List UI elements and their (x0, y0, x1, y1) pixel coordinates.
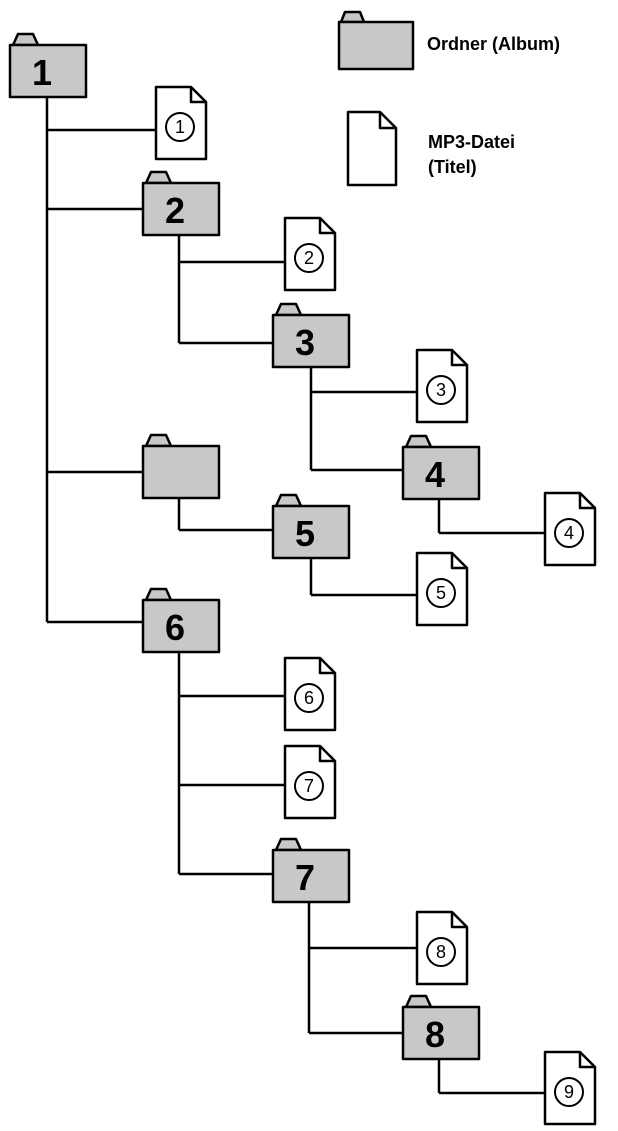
file-icon-t4: 4 (543, 491, 597, 567)
legend-file-label-line2: (Titel) (428, 157, 477, 177)
file-icon-t6: 6 (283, 656, 337, 732)
folder-tab (274, 302, 303, 317)
file-body (543, 491, 597, 567)
folder-body (141, 598, 221, 654)
file-body (415, 348, 469, 424)
legend: Ordner (Album) MP3-Datei (Titel) (337, 10, 560, 187)
folder-icon-f6: 6 (141, 587, 221, 654)
folder-tab (274, 493, 303, 508)
file-icon-t2: 2 (283, 216, 337, 292)
legend-file-icon (346, 110, 398, 187)
folder-body (271, 313, 351, 369)
file-body (283, 216, 337, 292)
file-icon-t1: 1 (154, 85, 208, 161)
folder-tab (274, 837, 303, 852)
file-icon-t9: 9 (543, 1050, 597, 1126)
file-number: 3 (436, 380, 446, 400)
file-number-circle (426, 937, 456, 967)
legend-folder-icon (337, 10, 415, 71)
folder-icon-f2: 2 (141, 170, 221, 237)
file-number: 4 (564, 523, 574, 543)
folder-number: 3 (295, 322, 315, 363)
file-icon-t3: 3 (415, 348, 469, 424)
file-number-circle (554, 1077, 584, 1107)
file-number: 6 (304, 688, 314, 708)
folder-body (141, 181, 221, 237)
file-fold (189, 87, 206, 104)
folder-number: 6 (165, 607, 185, 648)
folder-icon-f_unnamed (141, 433, 221, 500)
legend-folder-label: Ordner (Album) (427, 34, 560, 54)
files-layer: 1 2 3 4 5 6 7 8 9 (154, 85, 597, 1126)
file-number: 9 (564, 1082, 574, 1102)
file-icon-t7: 7 (283, 744, 337, 820)
folders-layer: 1 2 3 4 5 6 7 8 (8, 32, 481, 1061)
file-number-circle (165, 112, 195, 142)
file-number: 5 (436, 583, 446, 603)
folder-body (401, 1005, 481, 1061)
file-number-circle (294, 243, 324, 273)
file-fold (318, 658, 335, 675)
file-icon-t8: 8 (415, 910, 469, 986)
folder-body (271, 848, 351, 904)
folder-icon-f7: 7 (271, 837, 351, 904)
file-body (154, 85, 208, 161)
file-fold (318, 218, 335, 235)
file-number: 7 (304, 776, 314, 796)
folder-body (8, 43, 88, 99)
folder-tab (404, 994, 433, 1009)
file-number-circle (554, 518, 584, 548)
folder-tab (144, 587, 173, 602)
folder-tab (404, 434, 433, 449)
folder-number: 5 (295, 513, 315, 554)
file-fold (578, 493, 595, 510)
file-icon-t5: 5 (415, 551, 469, 627)
file-body (543, 1050, 597, 1126)
file-number-circle (294, 771, 324, 801)
file-fold (450, 912, 467, 929)
file-number-circle (294, 683, 324, 713)
folder-body (271, 504, 351, 560)
file-number-circle (426, 578, 456, 608)
folder-number: 1 (32, 52, 52, 93)
folder-icon-f3: 3 (271, 302, 351, 369)
tree-connectors (45, 97, 545, 1095)
legend-file-label-line1: MP3-Datei (428, 132, 515, 152)
folder-icon-f4: 4 (401, 434, 481, 501)
folder-icon-f1: 1 (8, 32, 88, 99)
folder-number: 4 (425, 454, 445, 495)
folder-tab (11, 32, 40, 47)
file-fold (318, 746, 335, 763)
folder-body (401, 445, 481, 501)
folder-number: 8 (425, 1014, 445, 1055)
folder-tab (144, 170, 173, 185)
file-fold (450, 350, 467, 367)
folder-tab (144, 433, 173, 448)
folder-icon-f8: 8 (401, 994, 481, 1061)
file-body (283, 744, 337, 820)
file-body (283, 656, 337, 732)
folder-number: 2 (165, 190, 185, 231)
file-body (415, 551, 469, 627)
folder-number: 7 (295, 857, 315, 898)
file-fold (578, 1052, 595, 1069)
file-body (415, 910, 469, 986)
file-fold (450, 553, 467, 570)
file-number: 1 (175, 117, 185, 137)
file-number-circle (426, 375, 456, 405)
file-number: 8 (436, 942, 446, 962)
folder-body (141, 444, 221, 500)
folder-icon-f5: 5 (271, 493, 351, 560)
file-number: 2 (304, 248, 314, 268)
